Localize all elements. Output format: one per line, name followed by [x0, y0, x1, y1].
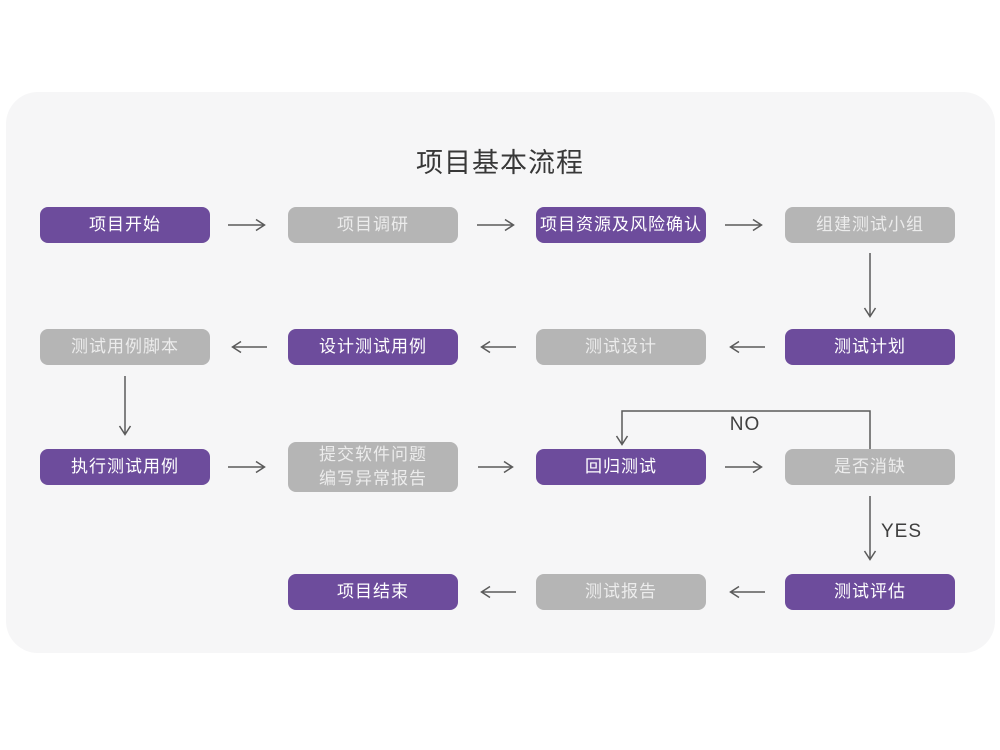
node-resources-risk-confirm: 项目资源及风险确认: [536, 207, 706, 243]
node-test-design: 测试设计: [536, 329, 706, 365]
node-regression-test: 回归测试: [536, 449, 706, 485]
node-test-report: 测试报告: [536, 574, 706, 610]
node-submit-issues: 提交软件问题 编写异常报告: [288, 442, 458, 492]
no-branch-label: NO: [729, 414, 761, 435]
node-test-evaluation: 测试评估: [785, 574, 955, 610]
node-project-start: 项目开始: [40, 207, 210, 243]
node-project-research: 项目调研: [288, 207, 458, 243]
diagram-title: 项目基本流程: [416, 148, 584, 178]
node-test-case-script: 测试用例脚本: [40, 329, 210, 365]
node-defect-cleared: 是否消缺: [785, 449, 955, 485]
node-build-test-team: 组建测试小组: [785, 207, 955, 243]
yes-branch-label: YES: [881, 521, 923, 542]
flowchart-card: [6, 92, 995, 653]
node-test-plan: 测试计划: [785, 329, 955, 365]
node-execute-test-cases: 执行测试用例: [40, 449, 210, 485]
node-project-end: 项目结束: [288, 574, 458, 610]
node-design-test-cases: 设计测试用例: [288, 329, 458, 365]
